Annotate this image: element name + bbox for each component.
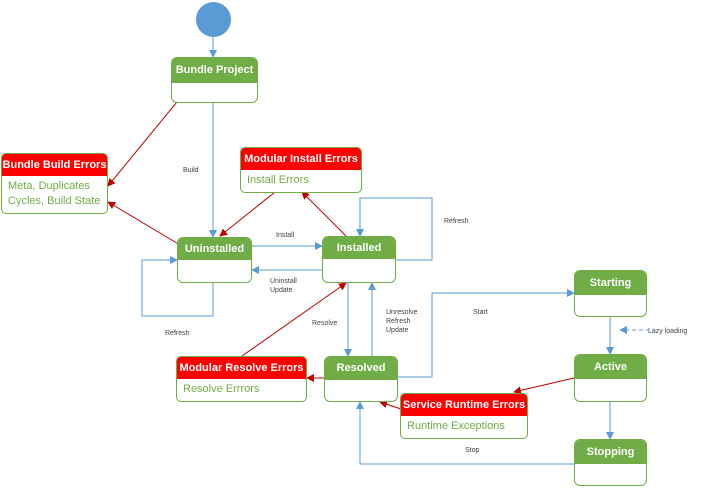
label-stop: Stop (465, 446, 480, 455)
error-service-runtime-line-1: Runtime Exceptions (407, 420, 505, 432)
label-install: Install (276, 231, 295, 240)
error-bundle-build-details: Meta, Duplicates Cycles, Build State (2, 176, 107, 212)
edge-refresh-installed (356, 197, 433, 261)
initial-state-node (196, 2, 231, 37)
error-modular-resolve: Modular Resolve Errors Resolve Errrors (176, 356, 307, 402)
label-update: Update (270, 286, 293, 295)
edge-refresh-uninstalled (141, 256, 214, 317)
label-start: Start (473, 308, 488, 317)
label-unresolve: Unresolve (386, 308, 418, 317)
error-modular-resolve-line-1: Resolve Errrors (183, 383, 260, 395)
state-uninstalled: Uninstalled (177, 237, 252, 283)
state-stopping-title: Stopping (575, 440, 646, 464)
edge-stop (356, 401, 574, 465)
error-edge-build-error (107, 201, 181, 246)
label-lazy-loading: Lazy loading (648, 327, 688, 336)
state-installed: Installed (322, 236, 396, 283)
state-active: Active (574, 354, 647, 402)
state-resolved-title: Resolved (325, 357, 397, 380)
error-bundle-build: Bundle Build Errors Meta, Duplicates Cyc… (1, 153, 108, 214)
state-uninstalled-title: Uninstalled (178, 238, 251, 260)
error-modular-install-line-1: Install Errors (247, 174, 309, 186)
label-refresh-uninstalled: Refresh (165, 329, 190, 338)
state-starting: Starting (574, 270, 647, 317)
error-edge-resolve (241, 282, 347, 357)
label-refresh-installed: Refresh (444, 217, 469, 226)
label-update-resolved: Update (386, 326, 409, 335)
state-bundle-project-title: Bundle Project (172, 58, 257, 83)
error-bundle-build-line-2: Cycles, Build State (8, 195, 101, 207)
error-service-runtime-title: Service Runtime Errors (401, 394, 527, 416)
error-edge-active-to-service (513, 377, 575, 395)
error-service-runtime: Service Runtime Errors Runtime Exception… (400, 393, 528, 439)
error-modular-install-title: Modular Install Errors (241, 148, 361, 170)
error-modular-install: Modular Install Errors Install Errors (240, 147, 362, 193)
error-modular-resolve-title: Modular Resolve Errors (177, 357, 306, 379)
label-uninstall: Uninstall (270, 277, 297, 286)
edge-start (398, 289, 575, 378)
state-active-title: Active (575, 355, 646, 379)
state-starting-title: Starting (575, 271, 646, 295)
state-installed-title: Installed (323, 237, 395, 259)
state-bundle-project: Bundle Project (171, 57, 258, 103)
label-build: Build (183, 166, 199, 175)
label-refresh-resolved: Refresh (386, 317, 411, 326)
state-resolved: Resolved (324, 356, 398, 402)
error-bundle-build-title: Bundle Build Errors (2, 154, 107, 176)
state-stopping: Stopping (574, 439, 647, 486)
error-edge-modular-install (301, 191, 349, 239)
label-resolve: Resolve (312, 319, 338, 328)
error-bundle-build-line-1: Meta, Duplicates (8, 180, 90, 192)
